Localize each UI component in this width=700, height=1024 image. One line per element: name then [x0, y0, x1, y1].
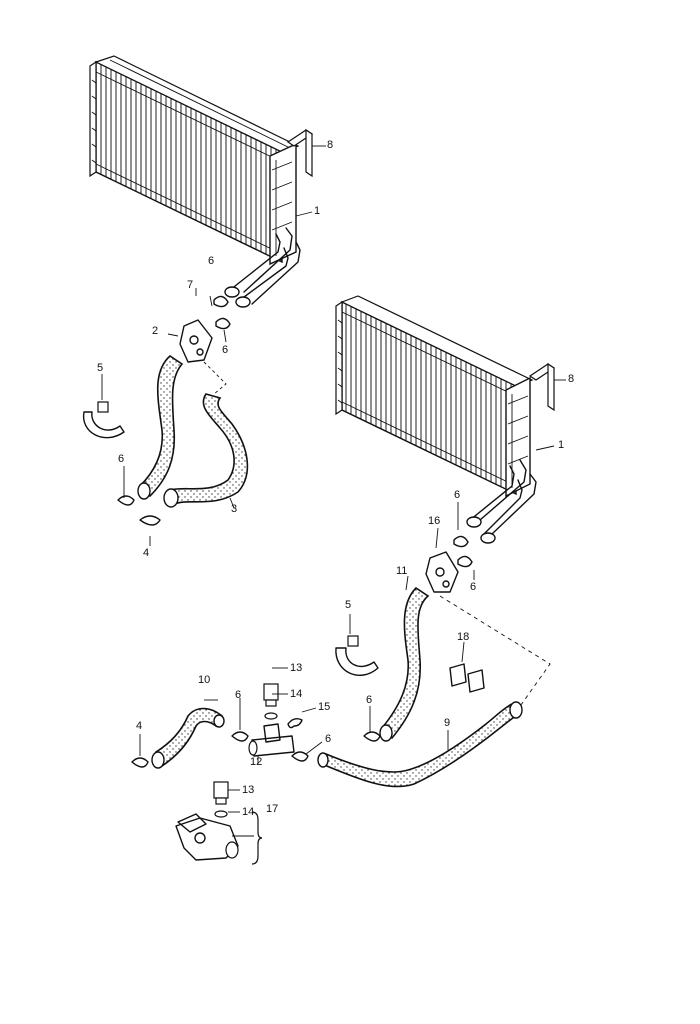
callout-18: 18	[457, 631, 469, 643]
clamp-6-left	[117, 495, 135, 506]
callout-15: 15	[318, 701, 330, 713]
callout-6-t: 6	[325, 733, 331, 745]
clamp-6-bottom	[231, 731, 249, 742]
callout-6-bottom: 6	[235, 689, 241, 701]
callout-13-lower: 13	[242, 784, 254, 796]
callout-6-lower: 6	[454, 489, 460, 501]
clip-upper-6	[213, 295, 231, 330]
callout-5-lower: 5	[345, 599, 351, 611]
callout-4-upper: 4	[143, 547, 149, 559]
clamp-6-t	[291, 751, 309, 762]
clamp-4-bottom	[131, 757, 149, 768]
callout-4-lower: 4	[136, 720, 142, 732]
sensor-13-upper	[263, 683, 279, 707]
leader-lines	[101, 145, 566, 837]
callout-10: 10	[198, 674, 210, 686]
callout-1-upper: 1	[314, 205, 320, 217]
callout-5-upper: 5	[97, 362, 103, 374]
t-piece-12	[248, 723, 295, 757]
hose-3	[169, 393, 249, 506]
callout-17: 17	[266, 803, 278, 815]
callout-6-flange-lower: 6	[470, 581, 476, 593]
callout-6-upper: 6	[208, 255, 214, 267]
washer-14-lower	[214, 810, 228, 818]
clip-5-upper	[82, 401, 125, 439]
callout-3: 3	[231, 503, 237, 515]
callout-6-left: 6	[118, 453, 124, 465]
callout-8-upper: 8	[327, 139, 333, 151]
callout-14-upper: 14	[290, 688, 302, 700]
callout-16: 16	[428, 515, 440, 527]
brace-17	[251, 811, 263, 865]
callout-9: 9	[444, 717, 450, 729]
heater-core-lower	[335, 295, 537, 544]
callout-labels: 8 1 6 7 2 6 5 6 4 3 8 1 6 16 11 6 5 18 9…	[97, 139, 574, 818]
hose-left-upper	[138, 354, 184, 498]
callout-2: 2	[152, 325, 158, 337]
flange-upper	[179, 319, 213, 363]
clamp-6-mid	[363, 731, 381, 742]
clip-lower-6	[453, 535, 473, 568]
callout-12: 12	[250, 756, 262, 768]
callout-1-lower: 1	[558, 439, 564, 451]
callout-11: 11	[396, 565, 407, 577]
flange-lower	[425, 551, 459, 593]
callout-13-upper: 13	[290, 662, 302, 674]
valve-housing-17	[175, 813, 239, 861]
seal-strip-upper	[286, 128, 314, 178]
hose-11	[380, 586, 430, 740]
seal-strip-lower	[528, 362, 556, 412]
callout-8-lower: 8	[568, 373, 574, 385]
callout-14-lower: 14	[242, 806, 254, 818]
callout-6-mid: 6	[366, 694, 372, 706]
clip-5-lower	[335, 635, 379, 676]
hose-9	[320, 702, 522, 788]
sensor-13-lower	[213, 781, 229, 805]
callout-6-flange: 6	[222, 344, 228, 356]
callout-7: 7	[187, 279, 193, 291]
heater-core-upper	[89, 55, 301, 308]
clip-18	[449, 663, 485, 693]
hose-10	[154, 707, 224, 768]
clip-15	[287, 717, 303, 729]
washer-14-upper	[264, 712, 278, 720]
clamp-4-left	[139, 515, 161, 526]
